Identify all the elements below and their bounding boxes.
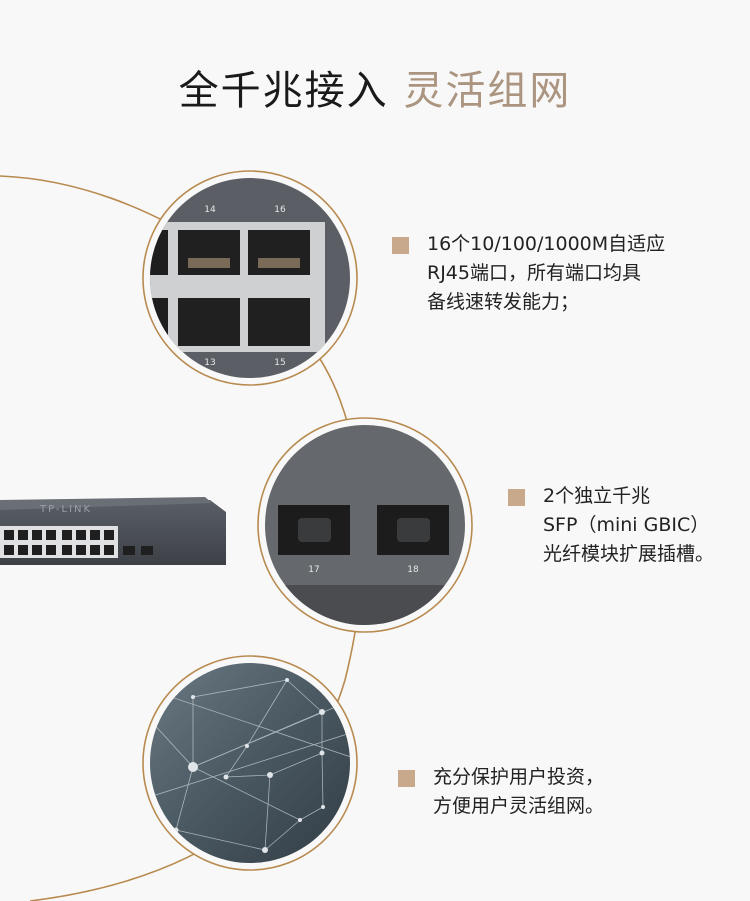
bullet-icon (508, 489, 525, 506)
feature-text-line: SFP（mini GBIC） (543, 514, 710, 536)
rj45-closeup-image: 14 16 13 15 (142, 170, 358, 386)
port-label-18: 18 (407, 565, 419, 575)
feature-text-line: 2个独立千兆 (543, 485, 651, 507)
feature-text-line: 光纤模块扩展插槽。 (543, 543, 715, 565)
bullet-icon (392, 237, 409, 254)
port-label-15: 15 (274, 358, 285, 368)
brand-logo: TP-LINK (39, 504, 92, 515)
switch-product-image: TP-LINK (0, 497, 226, 565)
feature-investment: 充分保护用户投资， 方便用户灵活组网。 (398, 763, 604, 821)
port-label-14: 14 (204, 205, 216, 215)
feature-text-line: 方便用户灵活组网。 (433, 795, 605, 817)
feature-text-line: RJ45端口，所有端口均具 (427, 262, 641, 284)
page-title: 全千兆接入 灵活组网 (0, 58, 750, 116)
title-main: 全千兆接入 (178, 68, 389, 114)
feature-text-line: 充分保护用户投资， (433, 766, 605, 788)
port-label-17: 17 (308, 565, 319, 575)
port-label-16: 16 (274, 205, 286, 215)
network-mesh-image (142, 655, 358, 871)
feature-sfp: 2个独立千兆 SFP（mini GBIC） 光纤模块扩展插槽。 (508, 482, 714, 569)
bullet-icon (398, 770, 415, 787)
port-label-13: 13 (204, 358, 215, 368)
feature-text-line: 16个10/100/1000M自适应 (427, 233, 666, 255)
feature-rj45: 16个10/100/1000M自适应 RJ45端口，所有端口均具 备线速转发能力… (392, 230, 665, 317)
sfp-closeup-image: 17 18 (257, 417, 473, 633)
title-accent: 灵活组网 (403, 68, 572, 114)
feature-text-line: 备线速转发能力； (427, 291, 580, 313)
